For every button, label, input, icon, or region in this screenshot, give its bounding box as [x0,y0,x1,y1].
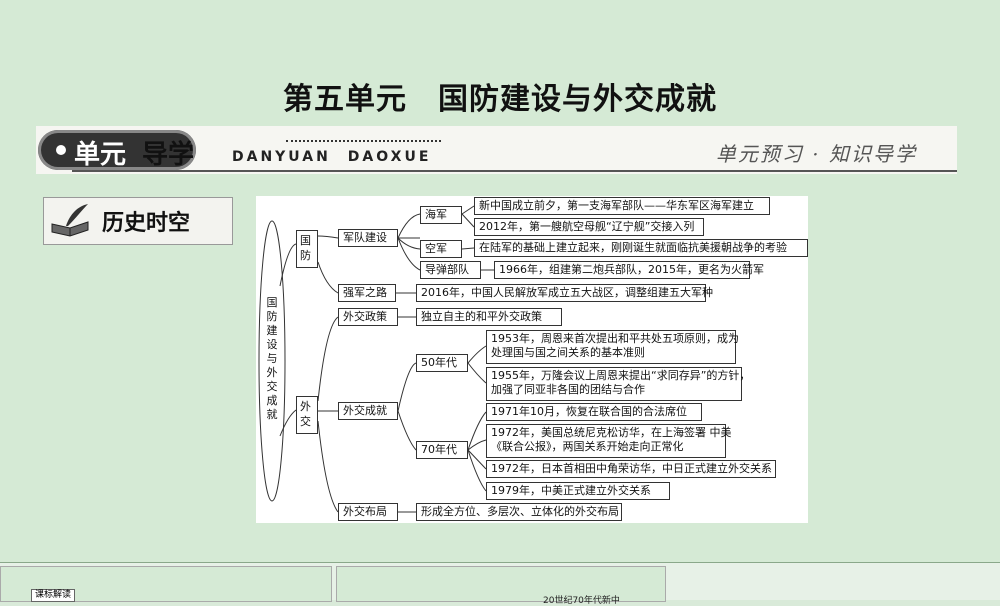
banner-pill: 单元 [38,130,196,170]
node-missile: 导弹部队 [420,261,481,279]
thumbnail-left-label: 课标解读 [31,589,76,602]
thumbnail-right[interactable]: 20世纪70年代新中 [336,566,666,606]
node-layout: 外交布局 [338,503,398,521]
strong-fact-1: 2016年，中国人民解放军成立五大战区，调整组建五大军种 [416,284,713,302]
fact-1950s-1-line-b: 处理国与国之间关系的基本准则 [491,346,645,359]
mind-map-connectors [258,205,494,513]
node-achieve: 外交成就 [338,402,398,420]
fact-1950s-2-line-b: 加强了同亚非各国的团结与合作 [491,383,645,396]
fact-1970s-3: 1972年，日本首相田中角荣访华，中日正式建立外交关系 [486,460,776,478]
bullet-icon [56,145,66,155]
fact-1970s-2-line-a: 1972年，美国总统尼克松访华，在上海签署 中美 [491,426,732,439]
node-army: 军队建设 [338,229,398,247]
node-airforce: 空军 [420,240,462,258]
node-strong: 强军之路 [338,284,396,302]
section-tag: 历史时空 [43,197,233,245]
fact-1950s-2-line-a: 1955年，万隆会议上周恩来提出“求同存异”的方针， [491,369,751,382]
root-node: 国防建设与外交成就 [265,296,279,422]
fact-1970s-1: 1971年10月，恢复在联合国的合法席位 [486,403,702,421]
banner-label-a: 单元 [74,140,127,170]
node-1970s: 70年代 [416,441,468,459]
unit-guide-banner: 单元 导学 DANYUAN DAOXUE 单元预习 · 知识导学 [36,126,957,174]
policy-fact-1: 独立自主的和平外交政策 [416,308,562,326]
fact-1970s-2-line-b: 《联合公报》，两国关系开始走向正常化 [491,440,684,453]
slide: 第五单元 国防建设与外交成就 单元 导学 DANYUAN DAOXUE 单元预习… [0,82,1000,563]
root-label: 国防建设与外交成就 [266,296,278,421]
node-navy: 海军 [420,206,462,224]
fact-1970s-4: 1979年，中美正式建立外交关系 [486,482,670,500]
navy-fact-1: 新中国成立前夕，第一支海军部队——华东军区海军建立 [474,197,770,215]
fact-1950s-1-line-a: 1953年，周恩来首次提出和平共处五项原则，成为 [491,332,739,345]
section-tag-label: 历史时空 [102,210,191,236]
banner-right-text: 单元预习 · 知识导学 [715,142,917,166]
fact-1970s-2: 1972年，美国总统尼克松访华，在上海签署 中美 《联合公报》，两国关系开始走向… [486,424,732,458]
book-quill-icon [51,204,89,237]
mind-map: 国防建设与外交成就 国防 外交 军队建设 海军 新中国成立前夕，第一支海军部队—… [256,196,808,523]
node-policy: 外交政策 [338,308,398,326]
node-1950s: 50年代 [416,354,468,372]
node-foreign: 外交 [296,396,318,434]
dotted-divider [286,140,441,142]
page-title: 第五单元 国防建设与外交成就 [283,82,717,117]
missile-fact-1: 1966年，组建第二炮兵部队，2015年，更名为火箭军 [494,261,764,279]
navy-fact-2: 2012年，第一艘航空母舰“辽宁舰”交接入列 [474,218,704,236]
banner-pinyin: DANYUAN DAOXUE [232,149,432,165]
thumbnail-strip: 课标解读 20世纪70年代新中 [0,563,1000,606]
fact-1950s-2: 1955年，万隆会议上周恩来提出“求同存异”的方针， 加强了同亚非各国的团结与合… [486,367,751,401]
banner-label-b: 导学 [142,140,195,170]
banner-underline [72,170,957,172]
layout-fact-1: 形成全方位、多层次、立体化的外交布局 [416,503,622,521]
airforce-fact-1: 在陆军的基础上建立起来，刚刚诞生就面临抗美援朝战争的考验 [474,239,808,257]
node-defense: 国防 [296,230,318,268]
fact-1950s-1: 1953年，周恩来首次提出和平共处五项原则，成为 处理国与国之间关系的基本准则 [486,330,739,364]
thumbnail-left[interactable]: 课标解读 [0,566,332,602]
